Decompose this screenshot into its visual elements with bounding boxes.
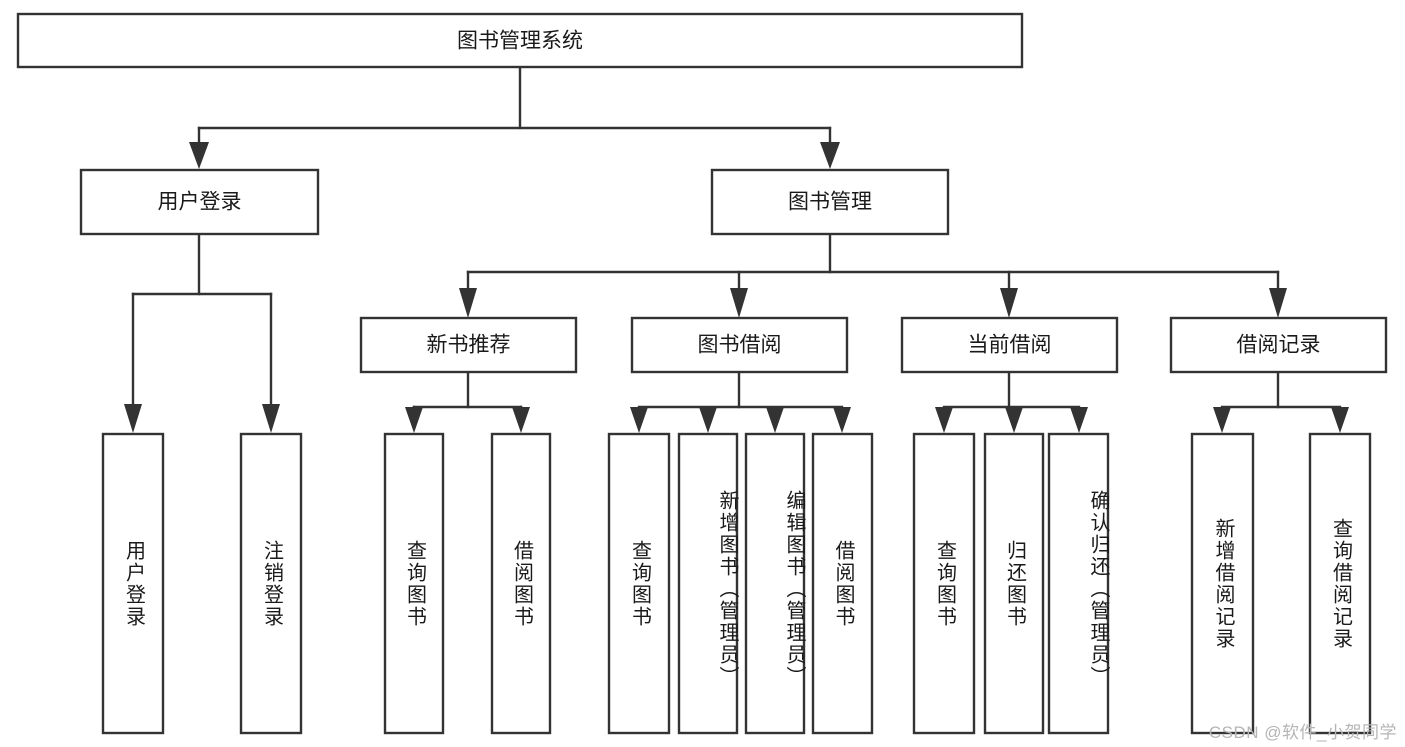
watermark-text: CSDN @软件_小贺同学 bbox=[1208, 723, 1397, 742]
node-user-login[interactable]: 用户登录 bbox=[79, 168, 320, 236]
arrowhead-book-borrow bbox=[730, 288, 748, 318]
connectors-root-to-level2 bbox=[189, 65, 840, 169]
arrowhead-br-leaf-2 bbox=[1331, 407, 1349, 433]
node-book-borrow[interactable]: 图书借阅 bbox=[630, 316, 849, 374]
node-new-book-recommend-box[interactable] bbox=[359, 316, 578, 374]
node-new-book-recommend-label: 新书推荐 bbox=[427, 334, 511, 357]
leaf-box-bb-borrow-book[interactable] bbox=[811, 432, 874, 735]
leaf-box-cb-return-book[interactable] bbox=[983, 432, 1045, 735]
node-borrow-record-box[interactable] bbox=[1169, 316, 1388, 374]
arrowhead-leaf-logout bbox=[262, 404, 280, 433]
node-book-borrow-label: 图书借阅 bbox=[698, 334, 782, 357]
node-book-borrow-box[interactable] bbox=[630, 316, 849, 374]
connectors-bookmanage-to-level3 bbox=[459, 232, 1287, 318]
node-root-box[interactable] bbox=[16, 12, 1024, 69]
leaf-box-br-add-record[interactable] bbox=[1190, 432, 1255, 735]
arrowhead-borrow-record bbox=[1269, 288, 1287, 318]
node-new-book-recommend[interactable]: 新书推荐 bbox=[359, 316, 578, 374]
node-user-login-box[interactable] bbox=[79, 168, 320, 236]
node-borrow-record-label: 借阅记录 bbox=[1237, 334, 1321, 357]
leaf-box-br-query-record[interactable] bbox=[1308, 432, 1372, 735]
arrowhead-bb-leaf-4 bbox=[833, 407, 851, 433]
node-book-manage[interactable]: 图书管理 bbox=[710, 168, 950, 236]
node-root-label: 图书管理系统 bbox=[457, 30, 583, 53]
node-current-borrow[interactable]: 当前借阅 bbox=[900, 316, 1119, 374]
node-root[interactable]: 图书管理系统 bbox=[16, 12, 1024, 69]
leaf-box-cb-query-book[interactable] bbox=[912, 432, 976, 735]
arrowhead-nb-leaf-1 bbox=[405, 407, 423, 433]
arrowhead-cb-leaf-2 bbox=[1005, 407, 1023, 433]
arrowhead-br-leaf-1 bbox=[1213, 407, 1231, 433]
leaf-box-user-login[interactable] bbox=[101, 432, 165, 735]
arrowhead-bb-leaf-1 bbox=[630, 407, 648, 433]
node-current-borrow-label: 当前借阅 bbox=[968, 334, 1052, 357]
arrowhead-user-login bbox=[189, 142, 209, 169]
connectors-borrowrecord-to-leaves bbox=[1213, 370, 1349, 433]
connectors-userlogin-to-leaves bbox=[124, 232, 280, 433]
arrowhead-nb-leaf-2 bbox=[512, 407, 530, 433]
connectors-currentborrow-to-leaves bbox=[935, 370, 1088, 433]
arrowhead-new-book bbox=[459, 288, 477, 318]
arrowhead-cb-leaf-3 bbox=[1070, 407, 1088, 433]
connectors-newbook-to-leaves bbox=[405, 370, 530, 433]
leaf-box-nb-borrow-book[interactable] bbox=[490, 432, 552, 735]
leaf-box-bb-query-book[interactable] bbox=[607, 432, 671, 735]
arrowhead-cb-leaf-1 bbox=[935, 407, 953, 433]
node-user-login-label: 用户登录 bbox=[158, 191, 242, 214]
arrowhead-bb-leaf-3 bbox=[766, 407, 784, 433]
connectors-bookborrow-to-leaves bbox=[630, 370, 851, 433]
node-borrow-record[interactable]: 借阅记录 bbox=[1169, 316, 1388, 374]
leaf-box-nb-query-book[interactable] bbox=[383, 432, 445, 735]
arrowhead-bb-leaf-2 bbox=[699, 407, 717, 433]
leaf-box-bb-add-book[interactable] bbox=[677, 432, 739, 735]
arrowhead-leaf-user-login bbox=[124, 404, 142, 433]
node-book-manage-label: 图书管理 bbox=[788, 191, 872, 214]
arrowhead-current-borrow bbox=[1000, 288, 1018, 318]
leaf-box-logout[interactable] bbox=[239, 432, 303, 735]
node-book-manage-box[interactable] bbox=[710, 168, 950, 236]
node-current-borrow-box[interactable] bbox=[900, 316, 1119, 374]
arrowhead-book-manage bbox=[820, 142, 840, 169]
leaf-box-bb-edit-book[interactable] bbox=[744, 432, 806, 735]
leaf-box-cb-confirm-return[interactable] bbox=[1047, 432, 1110, 735]
